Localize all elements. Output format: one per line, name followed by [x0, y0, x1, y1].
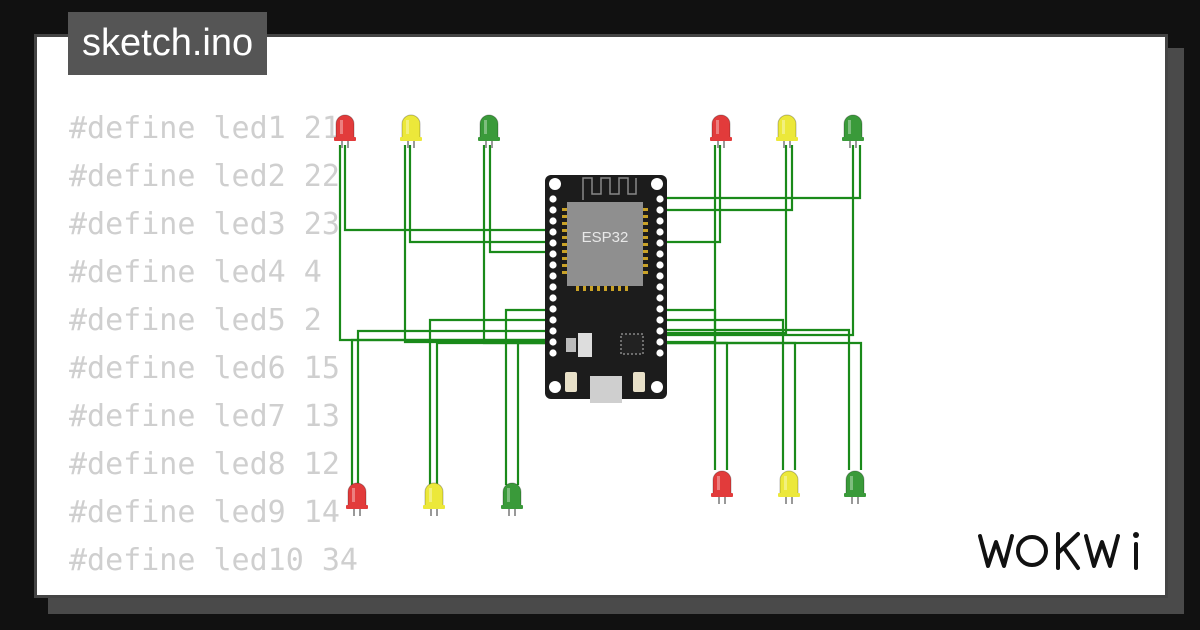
header-pin[interactable]	[549, 195, 557, 203]
code-line: #define led4 4	[69, 255, 322, 290]
led-green[interactable]	[501, 482, 523, 516]
wire[interactable]	[660, 341, 729, 470]
wire[interactable]	[660, 145, 717, 344]
header-pin[interactable]	[549, 228, 557, 236]
header-pin[interactable]	[656, 272, 664, 280]
code-line: #define led7 13	[69, 399, 340, 434]
code-line: #define led2 22	[69, 159, 340, 194]
header-pin[interactable]	[656, 327, 664, 335]
wire[interactable]	[660, 145, 855, 337]
header-pin[interactable]	[549, 206, 557, 214]
wire[interactable]	[504, 308, 553, 485]
header-pin[interactable]	[549, 305, 557, 313]
wire[interactable]	[660, 145, 862, 200]
header-pin[interactable]	[656, 261, 664, 269]
led-red[interactable]	[710, 114, 732, 148]
chip-label: ESP32	[582, 229, 629, 246]
regulator	[578, 333, 592, 357]
wire[interactable]	[516, 341, 553, 485]
header-pin[interactable]	[549, 283, 557, 291]
wokwi-logo	[978, 532, 1139, 570]
header-pin[interactable]	[549, 338, 557, 346]
header-pin[interactable]	[656, 349, 664, 357]
esp32-chip	[567, 202, 643, 286]
antenna-trace	[582, 177, 637, 200]
led-green[interactable]	[844, 470, 866, 504]
wire[interactable]	[660, 318, 785, 470]
usb-port	[590, 376, 622, 403]
led-red[interactable]	[334, 114, 356, 148]
usb-chip	[620, 333, 644, 355]
wire[interactable]	[660, 145, 794, 212]
header-pin[interactable]	[656, 217, 664, 225]
code-line: #define led6 15	[69, 351, 340, 386]
leds	[334, 114, 866, 516]
header-pin[interactable]	[549, 217, 557, 225]
header-pin[interactable]	[549, 316, 557, 324]
led-yellow[interactable]	[423, 482, 445, 516]
wire[interactable]	[660, 341, 863, 470]
code-line: #define led10 34	[69, 543, 358, 578]
header-pin[interactable]	[656, 206, 664, 214]
code-line: #define led11 35	[69, 585, 358, 595]
led-red[interactable]	[711, 470, 733, 504]
wire[interactable]	[660, 328, 851, 470]
wire[interactable]	[350, 338, 553, 485]
header-pin[interactable]	[656, 239, 664, 247]
led-yellow[interactable]	[776, 114, 798, 148]
file-tab-title[interactable]: sketch.ino	[68, 12, 268, 75]
wire[interactable]	[343, 145, 553, 232]
header-pin[interactable]	[656, 283, 664, 291]
wire[interactable]	[428, 318, 553, 485]
header-pin[interactable]	[656, 228, 664, 236]
code-line: #define led3 23	[69, 207, 340, 242]
code-background: #define led1 21 #define led2 22 #define le…	[69, 105, 358, 595]
header-pin[interactable]	[549, 327, 557, 335]
code-line: #define led1 21	[69, 111, 340, 146]
wire[interactable]	[660, 145, 788, 335]
regulator-tab	[566, 338, 576, 352]
wire[interactable]	[408, 145, 553, 244]
header-pin[interactable]	[549, 250, 557, 258]
boot-button[interactable]	[565, 372, 577, 392]
header-pin[interactable]	[549, 294, 557, 302]
header-pin[interactable]	[656, 305, 664, 313]
led-yellow[interactable]	[400, 114, 422, 148]
led-yellow[interactable]	[778, 470, 800, 504]
header-pin[interactable]	[656, 195, 664, 203]
header-pin[interactable]	[549, 261, 557, 269]
code-line: #define led5 2	[69, 303, 322, 338]
header-pin[interactable]	[656, 316, 664, 324]
enable-button[interactable]	[633, 372, 645, 392]
header-pin[interactable]	[549, 239, 557, 247]
wire[interactable]	[435, 341, 553, 485]
led-green[interactable]	[478, 114, 500, 148]
wire[interactable]	[482, 145, 553, 345]
wire[interactable]	[356, 329, 553, 485]
header-pin[interactable]	[656, 338, 664, 346]
wire[interactable]	[403, 145, 553, 344]
wire[interactable]	[660, 145, 722, 244]
led-green[interactable]	[842, 114, 864, 148]
wires	[338, 145, 863, 485]
header-pin[interactable]	[656, 250, 664, 258]
header-pin[interactable]	[656, 294, 664, 302]
code-line: #define led9 14	[69, 495, 340, 530]
header-pin[interactable]	[549, 349, 557, 357]
code-line: #define led8 12	[69, 447, 340, 482]
wire[interactable]	[488, 145, 553, 254]
wire[interactable]	[660, 308, 717, 470]
esp32-board[interactable]: ESP32	[545, 175, 667, 403]
led-red[interactable]	[346, 482, 368, 516]
header-pin[interactable]	[549, 272, 557, 280]
